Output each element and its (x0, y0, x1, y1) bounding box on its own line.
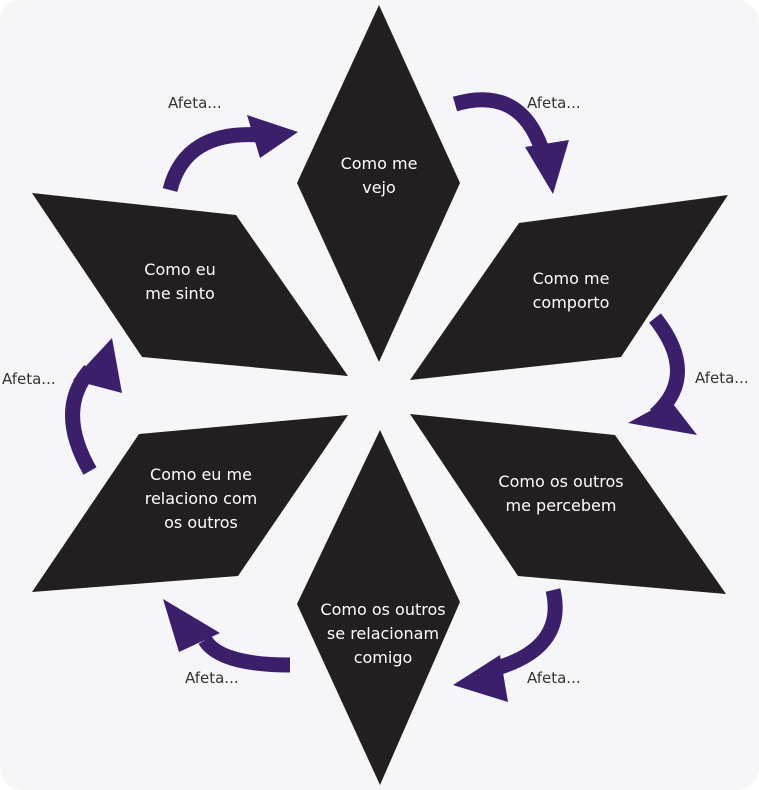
arrow-bottom-right-icon (453, 588, 563, 702)
arrow-label-top-right: Afeta... (527, 94, 581, 112)
petal-como-eu-me-sinto (32, 193, 348, 376)
arrow-body (162, 127, 261, 193)
petal-como-os-outros-me-percebem (410, 414, 726, 594)
arrow-layer (65, 92, 697, 702)
arrow-left-icon (65, 338, 122, 475)
arrow-label-right: Afeta... (695, 369, 749, 387)
arrow-body (65, 365, 97, 475)
arrow-head (247, 115, 298, 158)
arrow-head (163, 599, 220, 652)
petal-como-me-comporto (410, 195, 728, 380)
arrow-top-right-icon (452, 92, 569, 194)
petal-como-eu-me-relaciono-com-os-outros (32, 415, 348, 592)
arrow-head (628, 400, 697, 435)
arrow-body (452, 92, 550, 153)
petal-como-me-vejo (297, 5, 460, 362)
arrow-label-left: Afeta... (2, 370, 56, 388)
arrow-head (525, 140, 569, 194)
arrow-head (453, 655, 508, 702)
petal-como-os-outros-se-relacionam-comigo (297, 430, 460, 785)
petal-layer (32, 5, 728, 785)
arrow-label-top-left: Afeta... (168, 94, 222, 112)
arrow-right-icon (628, 313, 697, 435)
arrow-head (73, 338, 122, 393)
arrow-label-bottom-left: Afeta... (185, 669, 239, 687)
arrow-bottom-left-icon (163, 599, 291, 673)
arrow-body (488, 588, 563, 678)
arrow-top-left-icon (162, 115, 298, 193)
arrow-body (198, 635, 291, 673)
arrow-body (649, 313, 685, 421)
arrow-label-bottom-right: Afeta... (527, 669, 581, 687)
